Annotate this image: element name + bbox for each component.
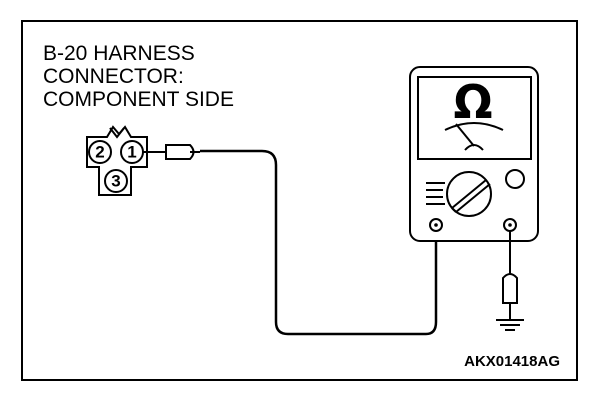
- ground-probe-body: [502, 273, 518, 304]
- meter-needle-pivot: [464, 144, 484, 151]
- meter-terminal-right-dot: [508, 223, 512, 227]
- pin-3-label: 3: [111, 172, 120, 191]
- pin-3-circle: [104, 169, 128, 193]
- dial-scale-marks: [426, 182, 445, 205]
- harness-connector: 2 1 3: [86, 125, 148, 196]
- meter-needle: [455, 123, 475, 147]
- test-lead-wire: [200, 149, 438, 336]
- connector-label-line3: COMPONENT SIDE: [43, 88, 234, 111]
- ground-lead: [502, 231, 518, 319]
- connector-lock-tab: [109, 127, 125, 139]
- ohm-symbol: Ω: [453, 75, 492, 129]
- test-probe: [143, 144, 200, 160]
- figure-frame: [21, 20, 578, 381]
- ground-icon: [496, 319, 524, 331]
- probe-body: [165, 144, 195, 160]
- meter-scale-arc: [444, 122, 504, 131]
- pin-2-label: 2: [95, 143, 104, 162]
- ohmmeter: Ω: [409, 66, 539, 242]
- pin-1-label: 1: [127, 143, 136, 162]
- figure-code: AKX01418AG: [464, 353, 560, 370]
- connector-label-line1: B-20 HARNESS: [43, 42, 195, 65]
- connector-label: B-20 HARNESS CONNECTOR: COMPONENT SIDE: [43, 42, 234, 111]
- range-selector-dial: [446, 171, 492, 217]
- zero-adjust-knob: [505, 169, 525, 189]
- pin-2-circle: [88, 140, 112, 164]
- connector-label-line2: CONNECTOR:: [43, 65, 184, 88]
- meter-terminal-left-dot: [434, 223, 438, 227]
